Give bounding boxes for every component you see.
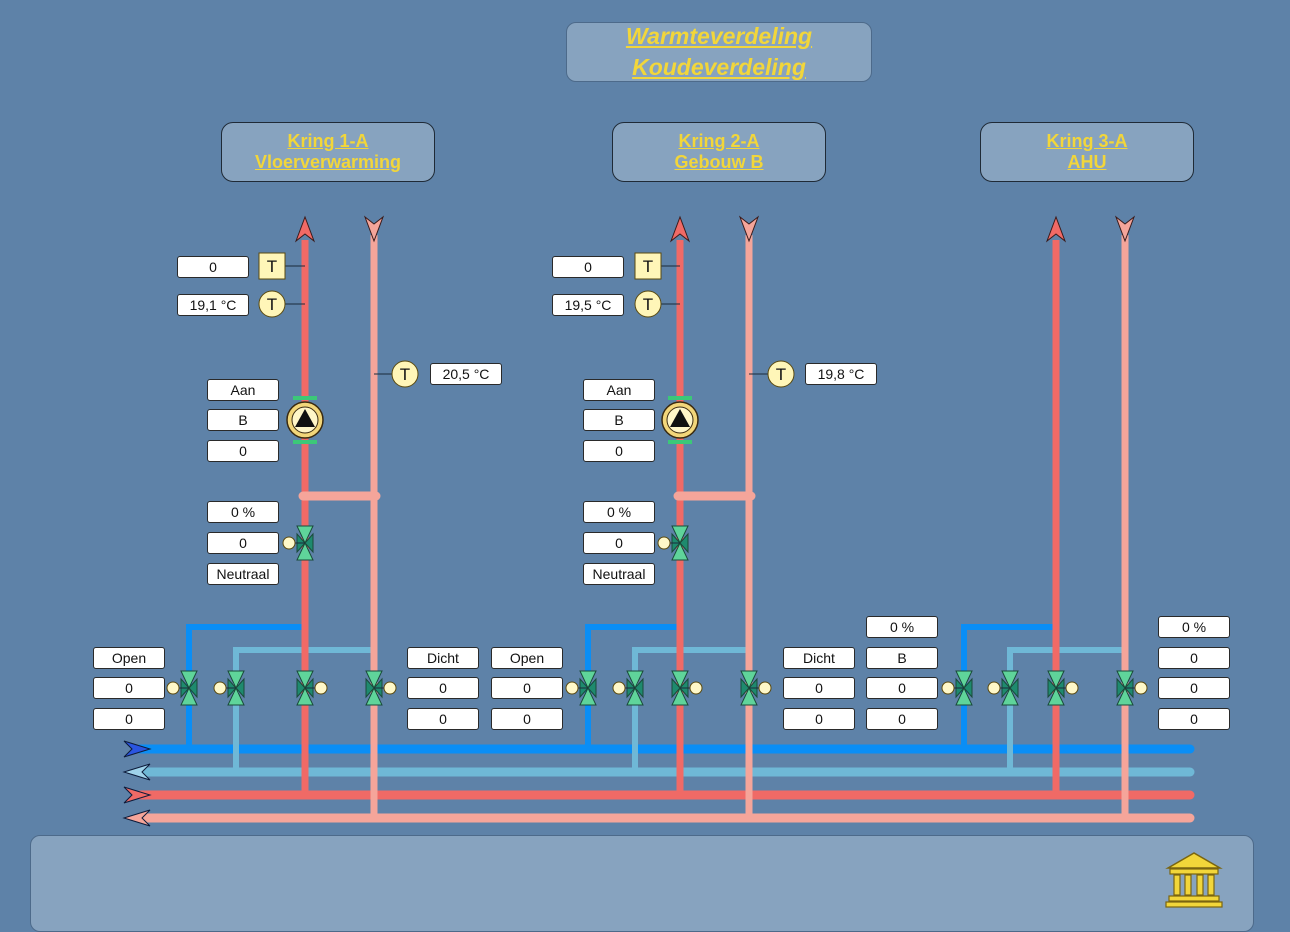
circuit1-right-valve-value2[interactable]: 0 (407, 708, 479, 730)
circuit2-cold-supply-pipe (585, 624, 680, 749)
arrow-down-icon (1114, 215, 1136, 243)
circuit3-left-valve-value2[interactable]: 0 (866, 708, 938, 730)
circuit2-cold-return-pipe (632, 647, 749, 772)
circuit2-pump-value[interactable]: 0 (583, 440, 655, 462)
valve-icon[interactable] (365, 670, 397, 706)
circuit1-name[interactable]: Kring 1-A (287, 131, 369, 151)
cold-supply-inlet-arrow-icon (123, 740, 152, 758)
circuit1-pump-status[interactable]: Aan (207, 379, 279, 401)
valve-icon[interactable] (282, 525, 314, 561)
sensor-label: T (643, 295, 653, 314)
temperature-setpoint-icon[interactable]: T (634, 252, 680, 280)
valve-icon[interactable] (941, 670, 973, 706)
circuit2-valve-position[interactable]: 0 % (583, 501, 655, 523)
circuit3-subtitle[interactable]: AHU (1067, 152, 1107, 172)
hot-return-outlet-arrow-icon (122, 809, 151, 827)
circuit1-pump-mode[interactable]: B (207, 409, 279, 431)
circuit2-pump-mode[interactable]: B (583, 409, 655, 431)
circuit1-cold-supply-pipe (186, 624, 305, 749)
circuit1-subtitle[interactable]: Vloerverwarming (254, 152, 402, 172)
circuit3-left-valve-mode[interactable]: B (866, 647, 938, 669)
valve-icon[interactable] (1047, 670, 1079, 706)
hot-supply-inlet-arrow-icon (123, 786, 152, 804)
valve-icon[interactable] (612, 670, 644, 706)
building-icon[interactable] (1164, 850, 1224, 908)
sensor-label: T (776, 365, 786, 384)
circuit1-pump-value[interactable]: 0 (207, 440, 279, 462)
circuit2-left-valve-value2[interactable]: 0 (491, 708, 563, 730)
circuit1-return-temp[interactable]: 20,5 °C (430, 363, 502, 385)
circuit1-cold-return-pipe (233, 647, 374, 772)
circuit1-supply-setpoint[interactable]: 0 (177, 256, 249, 278)
footer-panel (30, 835, 1254, 932)
sensor-label: T (400, 365, 410, 384)
valve-icon[interactable] (166, 670, 198, 706)
circuit2-right-valve-value1[interactable]: 0 (783, 677, 855, 699)
circuit1-left-valve-value1[interactable]: 0 (93, 677, 165, 699)
circuit3-right-valve-value1[interactable]: 0 (1158, 677, 1230, 699)
arrow-up-icon (669, 215, 691, 243)
circuit1-right-valve-status[interactable]: Dicht (407, 647, 479, 669)
circuit1-left-valve-value2[interactable]: 0 (93, 708, 165, 730)
circuit3-right-valve-position[interactable]: 0 % (1158, 616, 1230, 638)
circuit3-cold-supply-pipe (961, 624, 1056, 749)
cold-return-outlet-arrow-icon (122, 763, 151, 781)
circuit1-right-valve-value1[interactable]: 0 (407, 677, 479, 699)
title-line-cooling[interactable]: Koudeverdeling (632, 54, 806, 80)
circuit3-left-valve-position[interactable]: 0 % (866, 616, 938, 638)
circuit2-supply-setpoint[interactable]: 0 (552, 256, 624, 278)
temperature-setpoint-icon[interactable]: T (258, 252, 305, 280)
circuit3-cold-return-pipe (1007, 647, 1125, 772)
circuit1-valve-position[interactable]: 0 % (207, 501, 279, 523)
valve-icon[interactable] (657, 525, 689, 561)
circuit2-supply-temp[interactable]: 19,5 °C (552, 294, 624, 316)
circuit2-return-temp[interactable]: 19,8 °C (805, 363, 877, 385)
sensor-label: T (643, 257, 653, 276)
circuit2-right-valve-value2[interactable]: 0 (783, 708, 855, 730)
sensor-label: T (267, 257, 277, 276)
pump-icon[interactable] (286, 396, 324, 444)
circuit3-header: Kring 3-A AHU (980, 122, 1194, 182)
temperature-sensor-icon[interactable]: T (374, 360, 419, 388)
sensor-label: T (267, 295, 277, 314)
arrow-down-icon (738, 215, 760, 243)
circuit2-left-valve-value1[interactable]: 0 (491, 677, 563, 699)
circuit2-valve-value[interactable]: 0 (583, 532, 655, 554)
circuit3-right-valve-value0[interactable]: 0 (1158, 647, 1230, 669)
valve-icon[interactable] (213, 670, 245, 706)
page-title: Warmteverdeling Koudeverdeling (566, 22, 872, 82)
temperature-sensor-icon[interactable]: T (634, 290, 680, 318)
arrow-up-icon (294, 215, 316, 243)
arrow-down-icon (363, 215, 385, 243)
circuit1-supply-temp[interactable]: 19,1 °C (177, 294, 249, 316)
circuit3-left-valve-value1[interactable]: 0 (866, 677, 938, 699)
circuit2-name[interactable]: Kring 2-A (678, 131, 760, 151)
temperature-sensor-icon[interactable]: T (749, 360, 795, 388)
valve-icon[interactable] (671, 670, 703, 706)
circuit1-left-valve-status[interactable]: Open (93, 647, 165, 669)
circuit2-pump-status[interactable]: Aan (583, 379, 655, 401)
circuit3-right-valve-value2[interactable]: 0 (1158, 708, 1230, 730)
circuit2-right-valve-status[interactable]: Dicht (783, 647, 855, 669)
arrow-up-icon (1045, 215, 1067, 243)
temperature-sensor-icon[interactable]: T (258, 290, 305, 318)
circuit1-valve-value[interactable]: 0 (207, 532, 279, 554)
circuit2-header: Kring 2-A Gebouw B (612, 122, 826, 182)
circuit2-subtitle[interactable]: Gebouw B (674, 152, 764, 172)
pump-icon[interactable] (661, 396, 699, 444)
valve-icon[interactable] (296, 670, 328, 706)
circuit2-valve-mode[interactable]: Neutraal (583, 563, 655, 585)
valve-icon[interactable] (740, 670, 772, 706)
valve-icon[interactable] (987, 670, 1019, 706)
circuit1-valve-mode[interactable]: Neutraal (207, 563, 279, 585)
valve-icon[interactable] (1116, 670, 1148, 706)
circuit3-name[interactable]: Kring 3-A (1046, 131, 1128, 151)
valve-icon[interactable] (565, 670, 597, 706)
circuit2-left-valve-status[interactable]: Open (491, 647, 563, 669)
circuit1-header: Kring 1-A Vloerverwarming (221, 122, 435, 182)
title-line-heating[interactable]: Warmteverdeling (625, 23, 813, 49)
